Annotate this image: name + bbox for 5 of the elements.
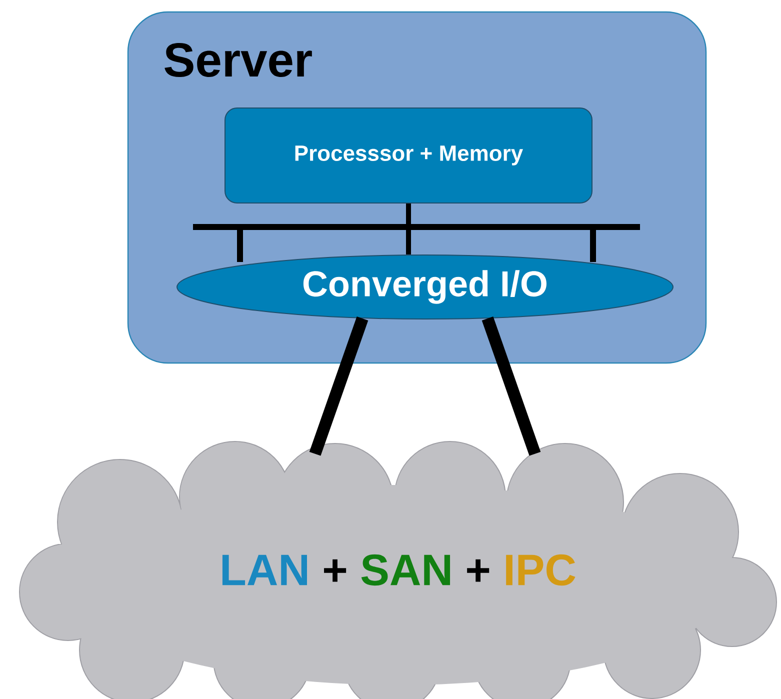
connector-line [406,204,411,254]
cloud: LAN + SAN + IPC [19,441,777,699]
connector-line [482,316,541,456]
connector-line [309,316,368,456]
processor-box: Processsor + Memory [224,108,592,204]
